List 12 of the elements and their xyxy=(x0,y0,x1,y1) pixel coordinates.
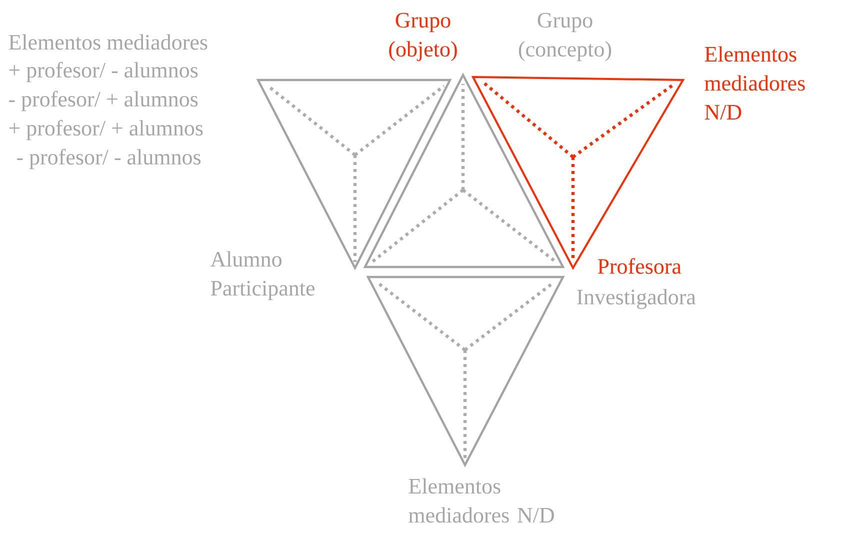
list-item: + profesor/ - alumnos xyxy=(9,62,198,82)
vertex-label: Profesora xyxy=(598,258,682,274)
vertex-label: Elementos mediadores N/D xyxy=(704,46,805,120)
vertex-label: Alumno Participante xyxy=(210,251,315,300)
vertex-label: Investigadora xyxy=(577,289,696,309)
list-item: - profesor/ + alumnos xyxy=(9,90,198,112)
vertex-label: Grupo (objeto) xyxy=(389,12,457,62)
list-item: - profesor/ - alumnos xyxy=(17,148,201,170)
vertex-label: Grupo (concepto) xyxy=(518,12,612,62)
list-item: + profesor/ + alumnos xyxy=(9,120,203,140)
list-heading: Elementos mediadores xyxy=(8,34,208,50)
vertex-label: Elementos mediadores N/D xyxy=(408,478,554,523)
